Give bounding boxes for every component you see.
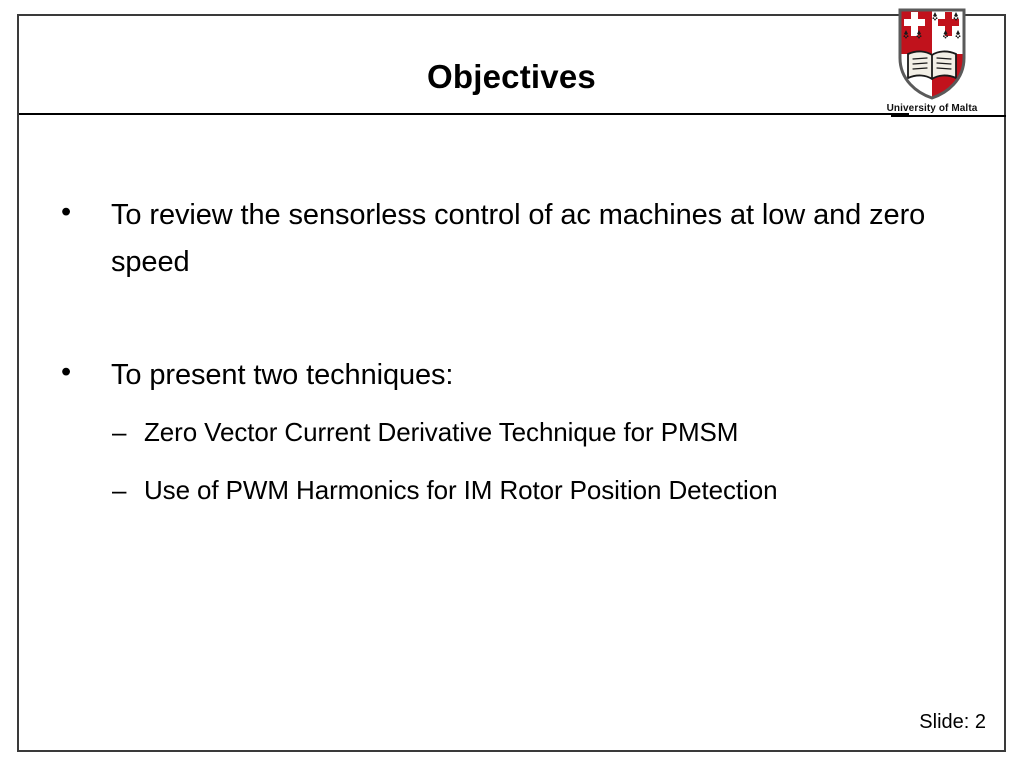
logo-caption: University of Malta [886,103,978,114]
page-title: Objectives [427,58,596,95]
slide-frame: Objectives [17,8,1006,752]
sub-bullet-text: Use of PWM Harmonics for IM Rotor Positi… [144,475,778,505]
sub-bullet-text: Zero Vector Current Derivative Technique… [144,417,739,447]
bullet-text: To review the sensorless control of ac m… [111,199,926,278]
slide-content: • To review the sensorless control of ac… [19,114,1004,750]
sub-list-item: – Use of PWM Harmonics for IM Rotor Posi… [47,472,977,508]
header-divider-right [891,115,1006,117]
bullet-marker-icon: • [61,196,72,228]
university-logo: University of Malta [872,6,992,114]
list-item: • To present two techniques: [47,352,977,399]
sub-list-item: – Zero Vector Current Derivative Techniq… [47,414,977,450]
list-item: • To review the sensorless control of ac… [47,192,977,286]
dash-marker-icon: – [112,475,127,505]
slide-header: Objectives [19,8,1006,117]
university-of-malta-crest-icon [898,8,966,100]
bullet-text: To present two techniques: [111,359,454,391]
dash-marker-icon: – [112,417,127,447]
header-divider [19,113,909,115]
bullet-marker-icon: • [61,356,72,388]
slide-number: Slide: 2 [919,711,986,733]
